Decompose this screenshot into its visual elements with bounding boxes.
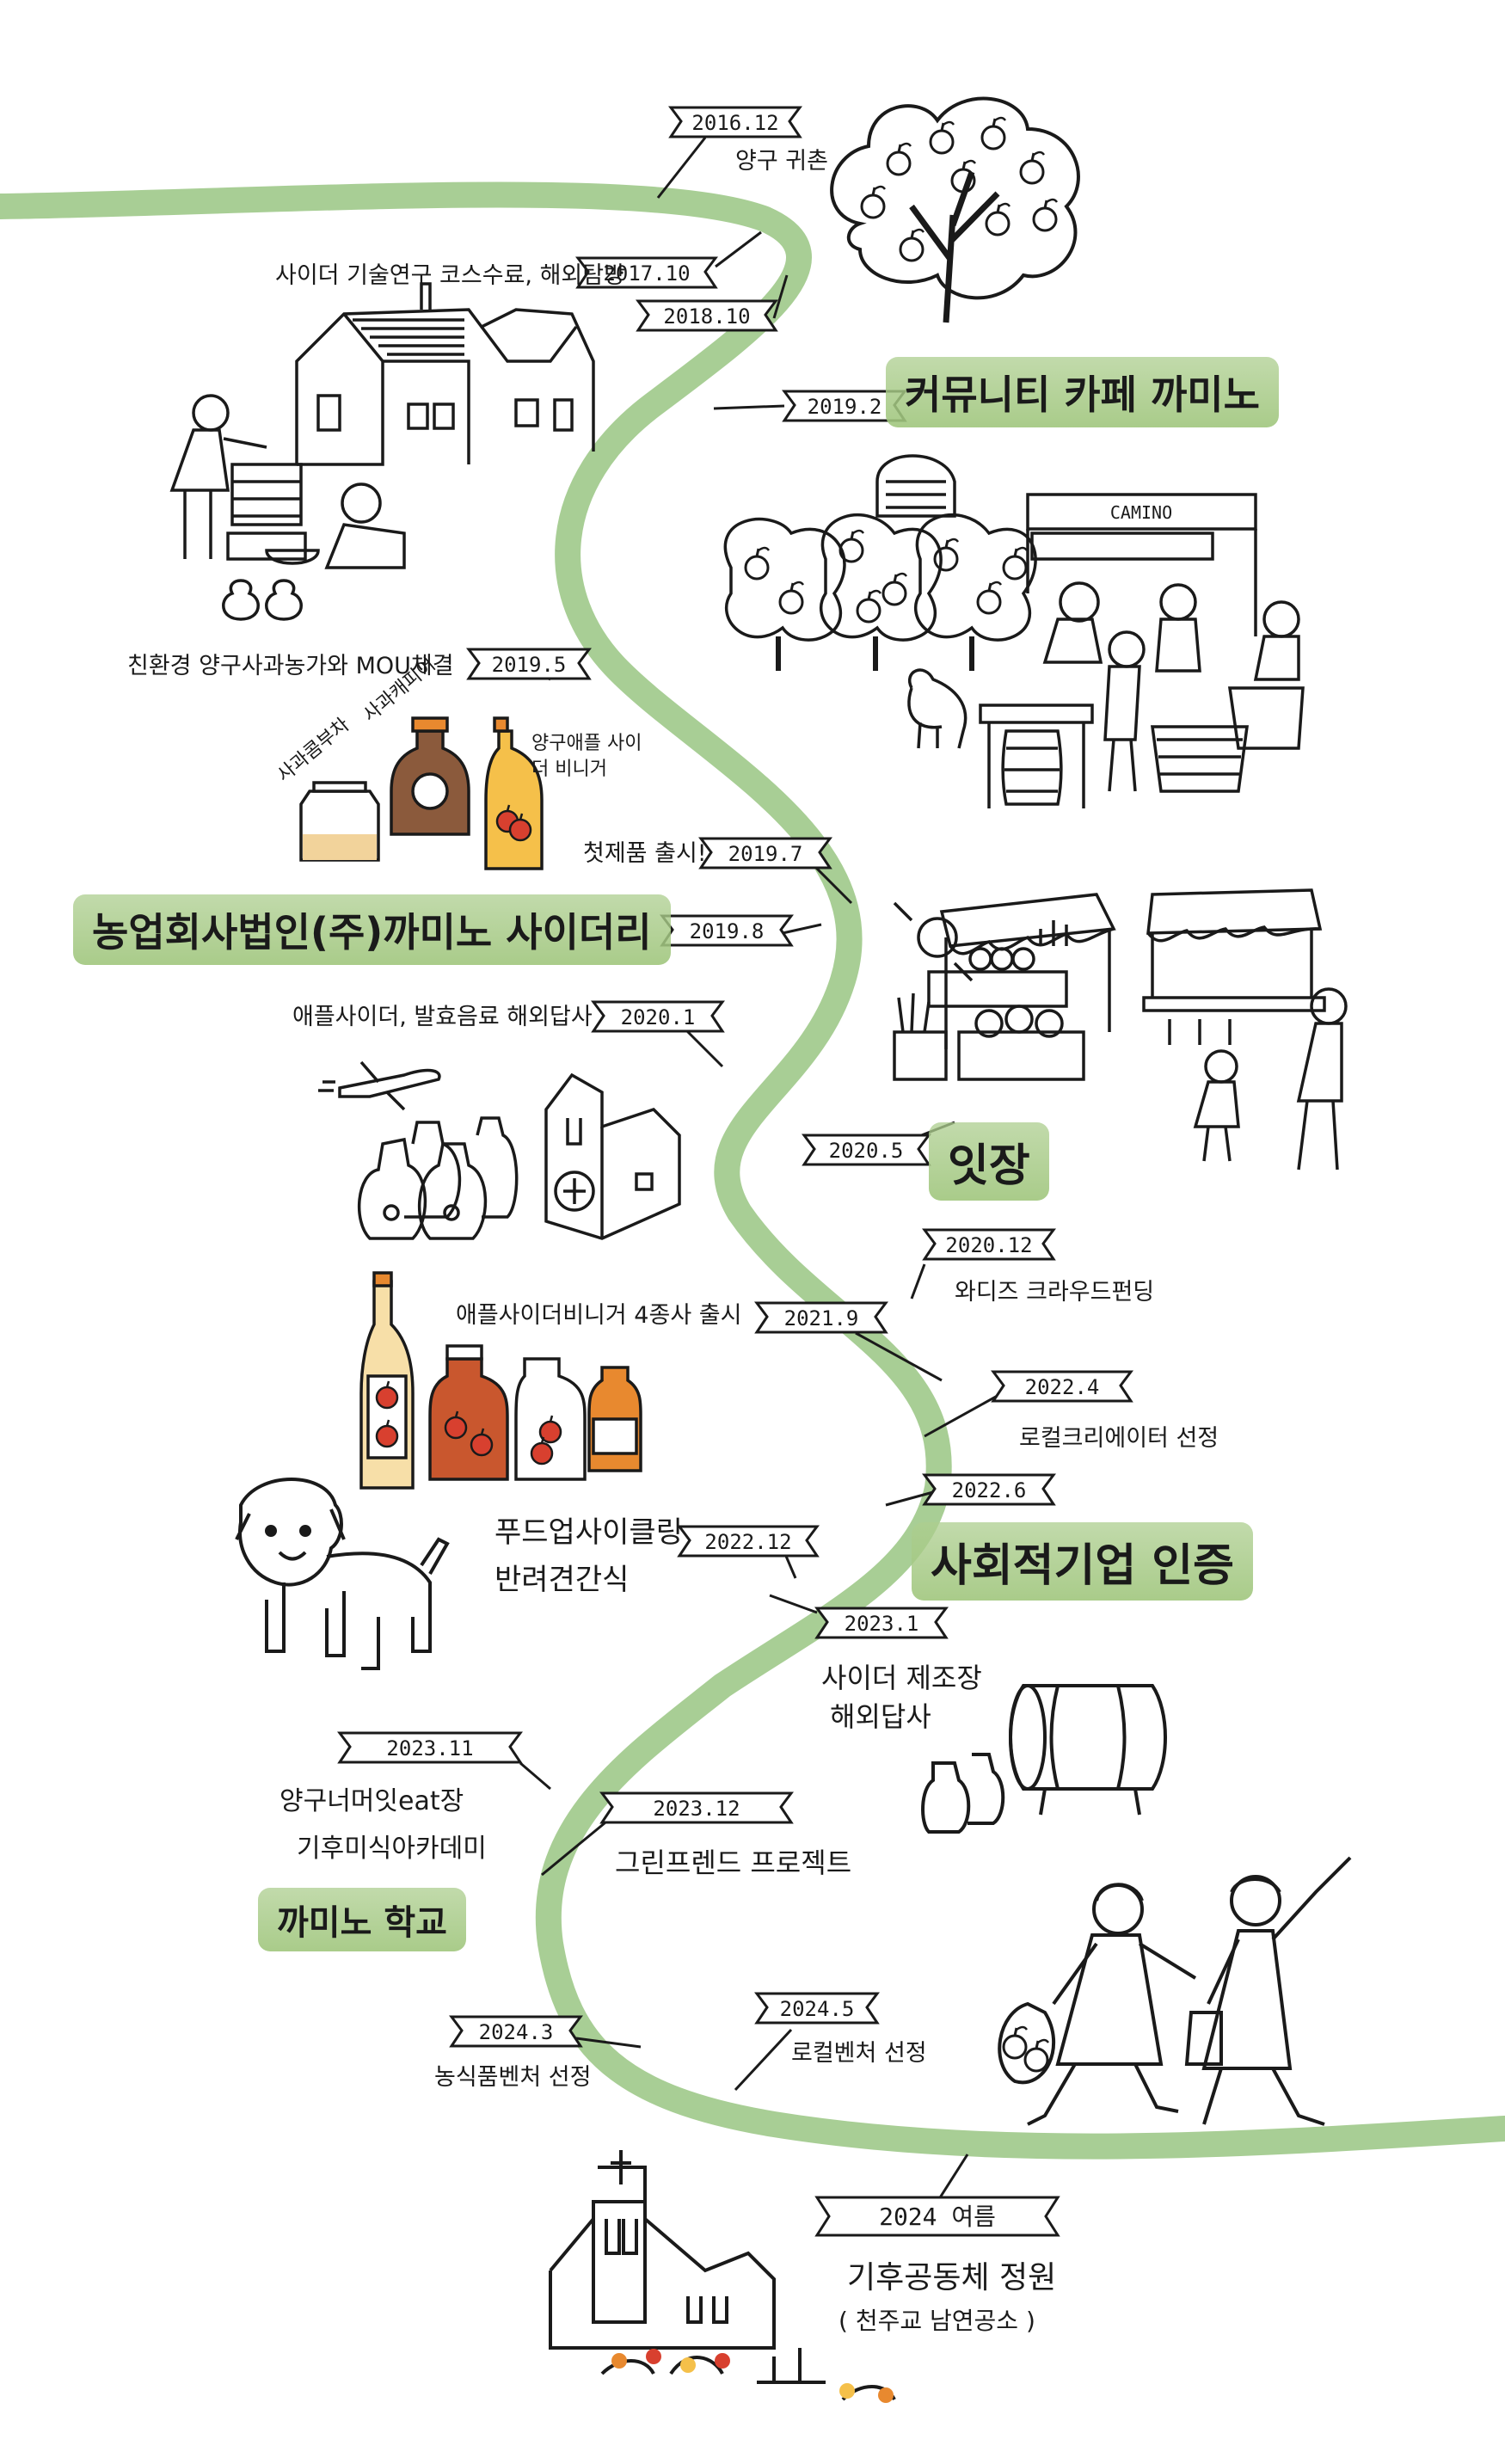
label-2022-12-line1: 푸드업사이클링 (494, 1515, 683, 1550)
label-2024-5: 로컬벤처 선정 (791, 2040, 927, 2067)
date-2024-3: 2024.3 (479, 2020, 554, 2044)
date-2019-2: 2019.2 (808, 395, 882, 419)
label-2024-summer-line2: ( 천주교 남연공소 ) (838, 2307, 1035, 2335)
camino-sign-text: CAMINO (1110, 502, 1172, 523)
date-2023-12: 2023.12 (653, 1797, 740, 1821)
label-2019-7: 첫제품 출시! (583, 840, 707, 867)
label-2024-3: 농식품벤처 선정 (434, 2064, 592, 2091)
date-2022-12: 2022.12 (704, 1530, 791, 1554)
jar-label-tea: 사과콤부차 (273, 714, 354, 786)
market-stall-illustration (893, 888, 1348, 1171)
label-2020-12: 와디즈 크라우드펀딩 (955, 1279, 1155, 1306)
highlight-2019-8: 농업회사법인(주)까미노 사이더리 (73, 894, 671, 965)
label-2023-12: 그린프렌드 프로젝트 (615, 1846, 852, 1879)
highlight-2023-11: 까미노 학교 (258, 1888, 466, 1951)
highlight-2022-6: 사회적기업 인증 (912, 1522, 1253, 1601)
label-2019-5: 친환경 양구사과농가와 MOU체결 (127, 653, 454, 679)
date-2019-8: 2019.8 (690, 919, 765, 943)
label-2024-summer-line1: 기후공동체 정원 (847, 2260, 1057, 2295)
timeline-river (0, 181, 1505, 2160)
label-2020-1: 애플사이더, 발효음료 해외답사 (292, 1004, 593, 1030)
date-2022-6: 2022.6 (952, 1478, 1027, 1502)
highlight-2019-2: 커뮤니티 카페 까미노 (886, 357, 1279, 427)
date-2021-9: 2021.9 (784, 1306, 859, 1330)
date-2023-11: 2023.11 (386, 1736, 473, 1760)
date-ribbons: 2016.12 2017.10 2018.10 2019.2 2019.5 20… (337, 106, 1133, 2237)
date-2017-10: 2017.10 (603, 261, 690, 286)
date-2018-10: 2018.10 (663, 304, 750, 329)
date-2022-4: 2022.4 (1025, 1375, 1100, 1399)
date-2020-12: 2020.12 (945, 1233, 1032, 1257)
date-2019-7: 2019.7 (728, 842, 803, 866)
vinegar-bottles-illustration (359, 1271, 642, 1490)
label-2023-1-line1: 사이더 제조장 (821, 1662, 982, 1694)
jar-label-vinegar: 양구애플 사이더 비니거 (531, 733, 642, 780)
walking-people-illustration (998, 1856, 1352, 2126)
label-2023-1-line2: 해외답사 (830, 1700, 931, 1733)
camino-cafe-illustration: CAMINO (723, 454, 1305, 808)
label-2021-9: 애플사이더비니거 4종사 출시 (456, 1302, 742, 1329)
date-2024-5: 2024.5 (780, 1997, 855, 2021)
garden-plants (611, 2349, 894, 2403)
date-2020-5: 2020.5 (829, 1139, 904, 1163)
label-2022-4: 로컬크리에이터 선정 (1019, 1425, 1219, 1452)
date-2024-summer: 2024 여름 (879, 2203, 996, 2231)
date-2023-1: 2023.1 (845, 1612, 919, 1636)
date-2019-5: 2019.5 (492, 653, 567, 677)
date-2020-1: 2020.1 (621, 1005, 696, 1029)
barrel-illustration (921, 1684, 1167, 1834)
label-2022-12-line2: 반려견간식 (494, 1563, 630, 1597)
products-jars-illustration (299, 716, 544, 870)
label-2023-11-line2: 기후미식아카데미 (297, 1834, 487, 1864)
cidery-house-illustration (169, 282, 595, 621)
label-2016-12: 양구 귀촌 (735, 148, 828, 175)
apple-tree-illustration (830, 96, 1080, 323)
overseas-trip-illustration (318, 1060, 681, 1240)
date-2016-12: 2016.12 (691, 111, 778, 135)
label-2017-10: 사이더 기술연구 코스수료, 해외탐방 (275, 262, 625, 289)
highlight-2020-5: 잇장 (929, 1122, 1049, 1201)
dog-illustration (235, 1478, 450, 1670)
label-2023-11-line1: 양구너머잇eat장 (280, 1786, 464, 1816)
